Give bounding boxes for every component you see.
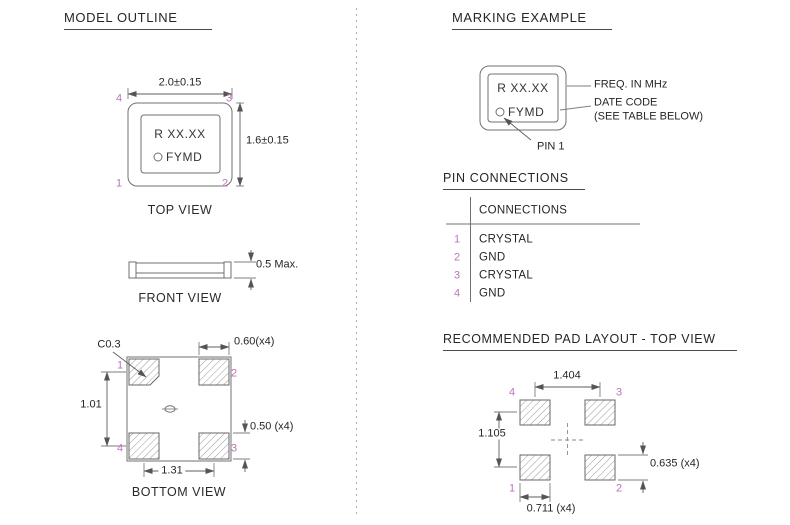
pad-4 (519, 399, 551, 426)
package-outline (126, 356, 232, 462)
extension-lines (234, 261, 256, 279)
dim-label-pad-width: 0.711 (x4) (526, 502, 576, 515)
table-connection-name: CRYSTAL (479, 233, 534, 246)
leader-lines (559, 85, 592, 111)
pin-number: 4 (115, 92, 123, 105)
callout-pin1: PIN 1 (537, 140, 565, 153)
pad-layout-drawing (494, 382, 648, 502)
pad-4 (128, 432, 160, 460)
pin1-dot (495, 107, 505, 117)
dim-label-chamfer: C0.3 (97, 338, 121, 351)
marking-text-line2: FYMD (508, 105, 545, 119)
pin-number: 2 (615, 482, 623, 495)
marking-example-drawing (479, 65, 592, 141)
pin-number: 2 (221, 177, 229, 190)
left-terminal (128, 261, 137, 279)
section-heading-pin-connections: PIN CONNECTIONS (443, 171, 585, 190)
dim-label-pad-pitch-h: 1.31 (158, 465, 186, 477)
callout-freq: FREQ. IN MHz (594, 78, 668, 91)
pad-3 (198, 432, 230, 460)
pin-number: 1 (508, 482, 516, 495)
table-pin-number: 4 (453, 287, 461, 300)
bottom-view-drawing (101, 342, 250, 477)
table-connection-name: CRYSTAL (479, 269, 534, 282)
pin-number: 2 (230, 367, 238, 380)
view-label-front: FRONT VIEW (138, 290, 222, 305)
table-pin-number: 2 (453, 251, 461, 264)
section-heading-pad-layout: RECOMMENDED PAD LAYOUT - TOP VIEW (443, 332, 737, 351)
right-terminal (223, 261, 232, 279)
dim-label-top-height: 1.6±0.15 (246, 134, 289, 147)
pin-number: 3 (615, 386, 623, 399)
pin-number: 4 (508, 386, 516, 399)
pad-1 (519, 454, 551, 481)
pin-number: 1 (115, 177, 123, 190)
dim-label-pad-pitch-v: 1.01 (80, 398, 102, 411)
callout-date-note: (SEE TABLE BELOW) (594, 110, 704, 123)
dimension-lines (496, 384, 646, 500)
table-pin-number: 1 (453, 233, 461, 246)
extension-lines (494, 382, 648, 502)
marking-area (487, 73, 559, 123)
marking-text-line2: FYMD (166, 150, 203, 164)
table-pin-number: 3 (453, 269, 461, 282)
dim-label-pad-width: 0.60(x4) (234, 335, 275, 348)
section-heading-marking-example: MARKING EXAMPLE (452, 10, 612, 30)
dim-label-pad-height: 0.635 (x4) (650, 457, 700, 470)
pin-number: 1 (116, 359, 124, 372)
pad-3 (584, 399, 616, 426)
marking-text-line1: R XX.XX (154, 127, 206, 141)
dim-label-pad-height: 0.50 (x4) (250, 420, 294, 433)
table-connection-name: GND (479, 287, 506, 300)
pad-2 (198, 358, 230, 386)
pad-2 (584, 454, 616, 481)
pin-connections-table-lines (446, 197, 640, 302)
top-view-drawing (127, 88, 244, 187)
dim-label-pad-pitch-h: 1.404 (553, 369, 581, 382)
view-label-top: TOP VIEW (147, 202, 213, 217)
lid (135, 262, 225, 274)
pin1-dot (153, 152, 163, 162)
center-lines (551, 423, 584, 457)
pad-1-chamfered (128, 358, 160, 386)
table-column-header: CONNECTIONS (479, 204, 568, 217)
view-label-bottom: BOTTOM VIEW (131, 484, 227, 499)
dim-label-top-width: 2.0±0.15 (158, 76, 202, 89)
dim-label-front-height: 0.5 Max. (256, 258, 299, 271)
pin-number: 3 (230, 442, 238, 455)
package-outline (479, 65, 567, 131)
marking-text-line1: R XX.XX (497, 81, 549, 95)
pin-number: 3 (225, 92, 233, 105)
table-connection-name: GND (479, 251, 506, 264)
chamfer-leader-line (112, 351, 147, 378)
front-view-drawing (128, 250, 256, 290)
pin1-leader-line (503, 117, 532, 141)
dim-label-pad-pitch-v: 1.105 (475, 428, 509, 440)
callout-date-code: DATE CODE (594, 96, 658, 109)
package-outline (127, 102, 233, 187)
section-heading-model-outline: MODEL OUTLINE (64, 10, 212, 30)
marking-area (140, 114, 221, 174)
pin-number: 4 (116, 442, 124, 455)
